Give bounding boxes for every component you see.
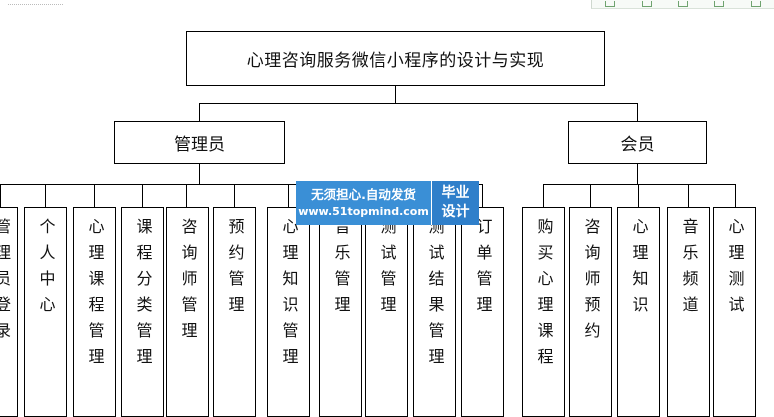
faint-toolbar-marks — [8, 4, 63, 9]
toolbar-icon[interactable] — [605, 1, 616, 7]
admin-module-box: 咨询师管理 — [166, 207, 209, 417]
admin-module-label: 咨询师管理 — [178, 218, 198, 348]
member-module-label: 咨询师预约 — [581, 218, 601, 348]
connector-line — [45, 184, 46, 207]
admin-module-label: 课程分类管理 — [133, 218, 153, 374]
watermark-badge: 毕业 设计 — [431, 181, 479, 225]
admin-module-label: 管理员登录 — [0, 218, 11, 348]
member-module-box: 心理知识 — [617, 207, 660, 417]
admin-module-label: 心理课程管理 — [85, 218, 105, 374]
admin-module-box: 心理知识管理 — [267, 207, 310, 417]
admin-module-box: 音乐管理 — [319, 207, 362, 417]
admin-module-box: 测试结果管理 — [413, 207, 456, 417]
role-label-member: 会员 — [620, 135, 655, 155]
diagram-title-box: 心理咨询服务微信小程序的设计与实现 — [186, 31, 605, 86]
connector-line — [543, 184, 735, 185]
connector-line — [482, 184, 483, 207]
watermark-banner[interactable]: 无须担心.自动发货 www.51topmind.com 毕业 设计 — [296, 181, 479, 225]
connector-line — [142, 184, 143, 207]
toolbar-icon[interactable] — [641, 1, 652, 7]
role-box-member: 会员 — [568, 121, 707, 164]
admin-module-box: 心理课程管理 — [73, 207, 116, 417]
role-box-admin: 管理员 — [114, 121, 285, 164]
watermark-slogan: 无须担心.自动发货 — [311, 187, 416, 202]
connector-line — [199, 103, 637, 104]
watermark-url: www.51topmind.com — [298, 205, 429, 218]
admin-module-label: 心理知识管理 — [279, 218, 299, 374]
member-module-label: 心理测试 — [725, 218, 745, 322]
admin-module-box: 个人中心 — [24, 207, 67, 417]
connector-line — [0, 184, 1, 207]
admin-module-box: 预约管理 — [213, 207, 256, 417]
toolbar-icon[interactable] — [677, 1, 688, 7]
admin-module-label: 个人中心 — [36, 218, 56, 322]
watermark-badge-line: 毕业 — [441, 185, 470, 201]
connector-line — [288, 184, 289, 207]
admin-module-label: 测试管理 — [377, 218, 397, 322]
diagram-title: 心理咨询服务微信小程序的设计与实现 — [246, 51, 545, 71]
watermark-text-block: 无须担心.自动发货 www.51topmind.com — [296, 181, 431, 225]
admin-module-label: 订单管理 — [473, 218, 493, 322]
member-module-label: 心理知识 — [629, 218, 649, 322]
connector-line — [94, 184, 95, 207]
top-right-toolbar — [591, 0, 774, 9]
admin-module-label: 音乐管理 — [331, 218, 351, 322]
admin-module-box: 订单管理 — [461, 207, 504, 417]
connector-line — [735, 184, 736, 207]
connector-line — [688, 184, 689, 207]
connector-line — [199, 103, 200, 121]
connector-line — [543, 184, 544, 207]
admin-module-label: 测试结果管理 — [425, 218, 445, 374]
connector-line — [637, 103, 638, 121]
connector-line — [199, 164, 200, 184]
toolbar-icon[interactable] — [714, 1, 725, 7]
connector-line — [637, 164, 638, 184]
role-label-admin: 管理员 — [174, 135, 225, 155]
watermark-badge-line: 设计 — [441, 204, 470, 220]
member-module-box: 音乐频道 — [667, 207, 710, 417]
member-module-label: 音乐频道 — [679, 218, 699, 322]
connector-line — [186, 184, 187, 207]
connector-line — [638, 184, 639, 207]
connector-line — [395, 86, 396, 103]
member-module-box: 购买心理课程 — [522, 207, 565, 417]
member-module-box: 咨询师预约 — [569, 207, 612, 417]
member-module-box: 心理测试 — [713, 207, 756, 417]
connector-line — [0, 184, 483, 185]
admin-module-box: 测试管理 — [365, 207, 408, 417]
member-module-label: 购买心理课程 — [534, 218, 554, 374]
toolbar-icon[interactable] — [750, 1, 761, 7]
connector-line — [234, 184, 235, 207]
admin-module-box: 管理员登录 — [0, 207, 18, 417]
admin-module-label: 预约管理 — [225, 218, 245, 322]
connector-line — [590, 184, 591, 207]
admin-module-box: 课程分类管理 — [121, 207, 164, 417]
